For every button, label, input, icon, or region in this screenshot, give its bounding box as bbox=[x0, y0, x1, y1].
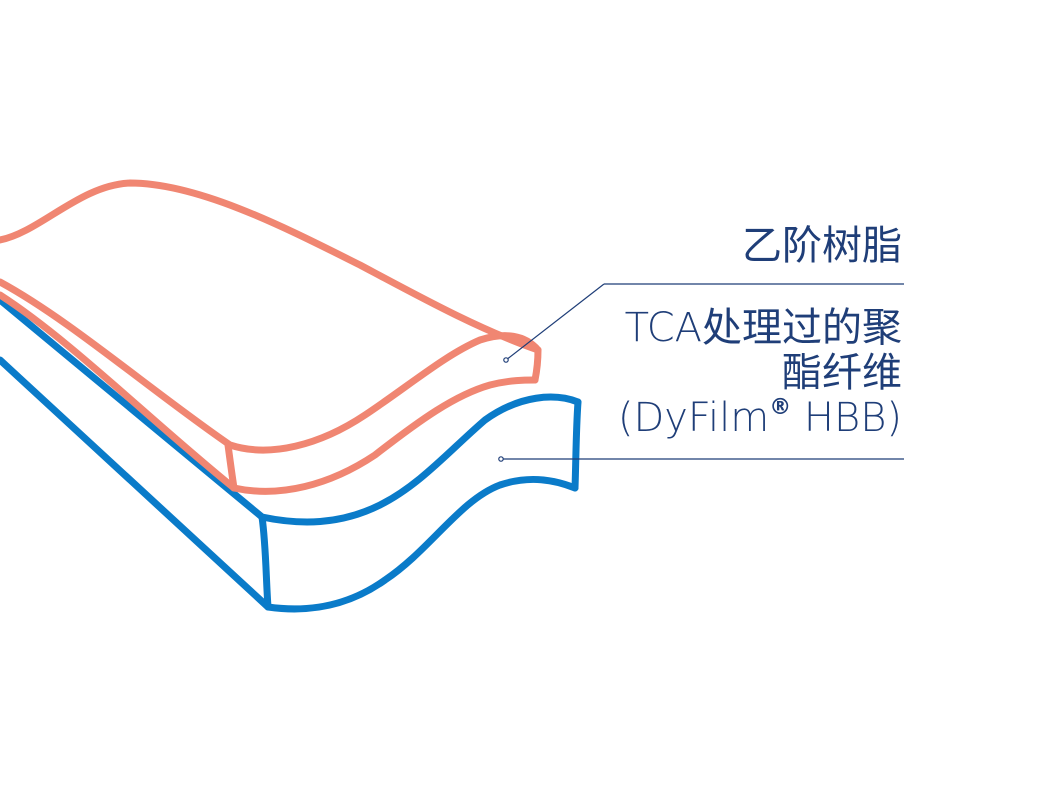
resin-layer-top-outline bbox=[0, 179, 542, 354]
fiber-layer-front-edge bbox=[258, 513, 272, 611]
fiber-layer bbox=[0, 296, 582, 613]
fiber-layer-top-outline bbox=[0, 296, 582, 526]
resin-layer-right-edge bbox=[531, 346, 542, 384]
resin-label-text: 乙阶树脂 bbox=[742, 223, 902, 269]
fiber-label-line-3-prefix: (DyFilm bbox=[617, 395, 770, 441]
resin-layer-bottom-outline bbox=[0, 291, 539, 495]
resin-layer-front-edge bbox=[224, 441, 238, 492]
resin-leader-diagonal bbox=[505, 283, 605, 361]
resin-layer bbox=[0, 179, 542, 495]
fiber-layer-right-edge bbox=[571, 398, 582, 492]
fiber-label-line-1: TCA处理过的聚 bbox=[624, 305, 902, 351]
resin-label: 乙阶树脂 bbox=[742, 224, 902, 269]
leader-lines bbox=[498, 283, 904, 462]
resin-leader-dot bbox=[503, 357, 509, 363]
fiber-label: TCA处理过的聚 酯纤维 (DyFilm® HBB) bbox=[618, 306, 902, 441]
fiber-label-line-3: (DyFilm® HBB) bbox=[617, 395, 902, 441]
fiber-leader-dot bbox=[498, 456, 504, 462]
registered-mark: ® bbox=[769, 395, 792, 420]
resin-layer-inner-line bbox=[0, 278, 542, 454]
fiber-label-line-3-suffix: HBB) bbox=[791, 395, 902, 441]
fiber-label-line-2: 酯纤维 bbox=[782, 350, 902, 396]
fiber-layer-bottom-outline bbox=[0, 356, 579, 613]
